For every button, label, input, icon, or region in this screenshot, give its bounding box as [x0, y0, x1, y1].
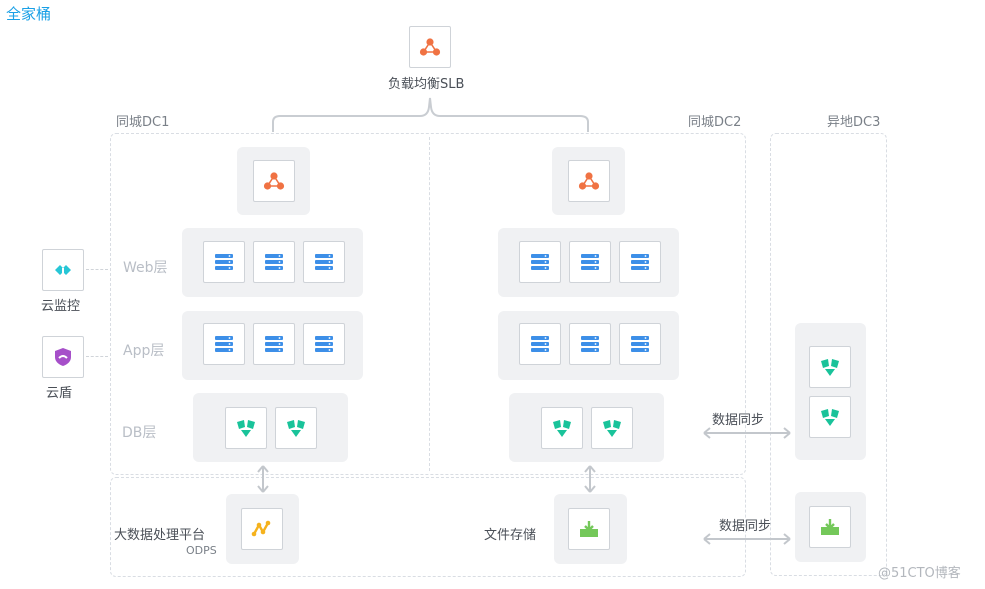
dc1-web-server-2[interactable] [253, 241, 295, 283]
load-balancer-icon [419, 38, 441, 56]
dc1-app-server-2[interactable] [253, 323, 295, 365]
tab-title[interactable]: 全家桶 [6, 5, 52, 23]
sync-file-label: 数据同步 [719, 519, 772, 534]
odps-icon [251, 520, 271, 537]
cloud-monitor-icon [55, 265, 71, 276]
dc1-db-panel [193, 393, 348, 462]
sync-db-label: 数据同步 [712, 413, 765, 428]
server-icon [315, 254, 333, 270]
load-balancer-icon [578, 172, 600, 190]
sync-db-arrow [703, 427, 791, 439]
dc1-db-1[interactable] [225, 407, 267, 449]
sync-file-arrow [703, 533, 791, 545]
dc3-db-1[interactable] [809, 346, 851, 388]
cloud-shield-icon [55, 348, 71, 366]
cloud-shield-tile[interactable] [42, 336, 84, 378]
file-storage-icon [821, 519, 839, 535]
server-icon [531, 336, 549, 352]
file-storage-tile[interactable] [568, 508, 610, 550]
dc2-web-server-2[interactable] [569, 241, 611, 283]
server-icon [265, 336, 283, 352]
server-icon [215, 336, 233, 352]
dc2-label: 同城DC2 [688, 115, 742, 130]
database-icon [821, 359, 839, 376]
dc1-dc2-container [110, 133, 746, 475]
cloud-monitor-label: 云监控 [41, 299, 81, 314]
server-icon [531, 254, 549, 270]
cloud-monitor-tile[interactable] [42, 249, 84, 291]
server-icon [265, 254, 283, 270]
server-icon [631, 254, 649, 270]
dc3-db-panel [795, 323, 866, 460]
database-icon [287, 420, 305, 437]
dc-divider [429, 137, 430, 471]
shared-services-container [110, 477, 746, 577]
dc2-app-server-1[interactable] [519, 323, 561, 365]
dc1-label: 同城DC1 [116, 115, 170, 130]
server-icon [581, 254, 599, 270]
server-icon [315, 336, 333, 352]
server-icon [215, 254, 233, 270]
shield-connector [86, 356, 108, 357]
database-icon [237, 420, 255, 437]
dc1-web-server-3[interactable] [303, 241, 345, 283]
dc2-app-server-3[interactable] [619, 323, 661, 365]
dc3-label: 异地DC3 [827, 115, 881, 130]
dc2-web-server-3[interactable] [619, 241, 661, 283]
server-icon [581, 336, 599, 352]
monitor-connector [86, 269, 108, 270]
odps-sublabel: ODPS [186, 544, 217, 557]
dc1-db-to-odps-arrow [257, 465, 269, 493]
dc3-db-2[interactable] [809, 396, 851, 438]
cloud-shield-label: 云盾 [46, 386, 73, 401]
app-layer-label: App层 [123, 343, 165, 359]
dc3-storage-tile[interactable] [809, 506, 851, 548]
database-icon [821, 409, 839, 426]
dc3-container [770, 133, 887, 576]
dc2-db-1[interactable] [541, 407, 583, 449]
dc1-db-2[interactable] [275, 407, 317, 449]
load-balancer-icon [263, 172, 285, 190]
dc1-slb-tile[interactable] [253, 160, 295, 202]
file-storage-label: 文件存储 [484, 528, 537, 543]
dc2-db-panel [509, 393, 664, 462]
database-icon [603, 420, 621, 437]
dc1-app-server-3[interactable] [303, 323, 345, 365]
slb-bracket-connector [272, 97, 589, 132]
file-storage-icon [580, 521, 598, 537]
watermark: @51CTO博客 [878, 566, 961, 581]
dc2-db-2[interactable] [591, 407, 633, 449]
dc2-slb-tile[interactable] [568, 160, 610, 202]
database-icon [553, 420, 571, 437]
slb-label: 负载均衡SLB [388, 77, 465, 92]
web-layer-label: Web层 [123, 260, 168, 276]
dc1-app-server-1[interactable] [203, 323, 245, 365]
server-icon [631, 336, 649, 352]
dc2-app-server-2[interactable] [569, 323, 611, 365]
odps-tile[interactable] [241, 508, 283, 550]
dc1-web-server-1[interactable] [203, 241, 245, 283]
dc2-web-server-1[interactable] [519, 241, 561, 283]
bigdata-label: 大数据处理平台 [114, 528, 206, 543]
slb-top-tile [409, 26, 451, 68]
db-layer-label: DB层 [122, 425, 157, 441]
dc2-db-to-storage-arrow [584, 465, 596, 493]
